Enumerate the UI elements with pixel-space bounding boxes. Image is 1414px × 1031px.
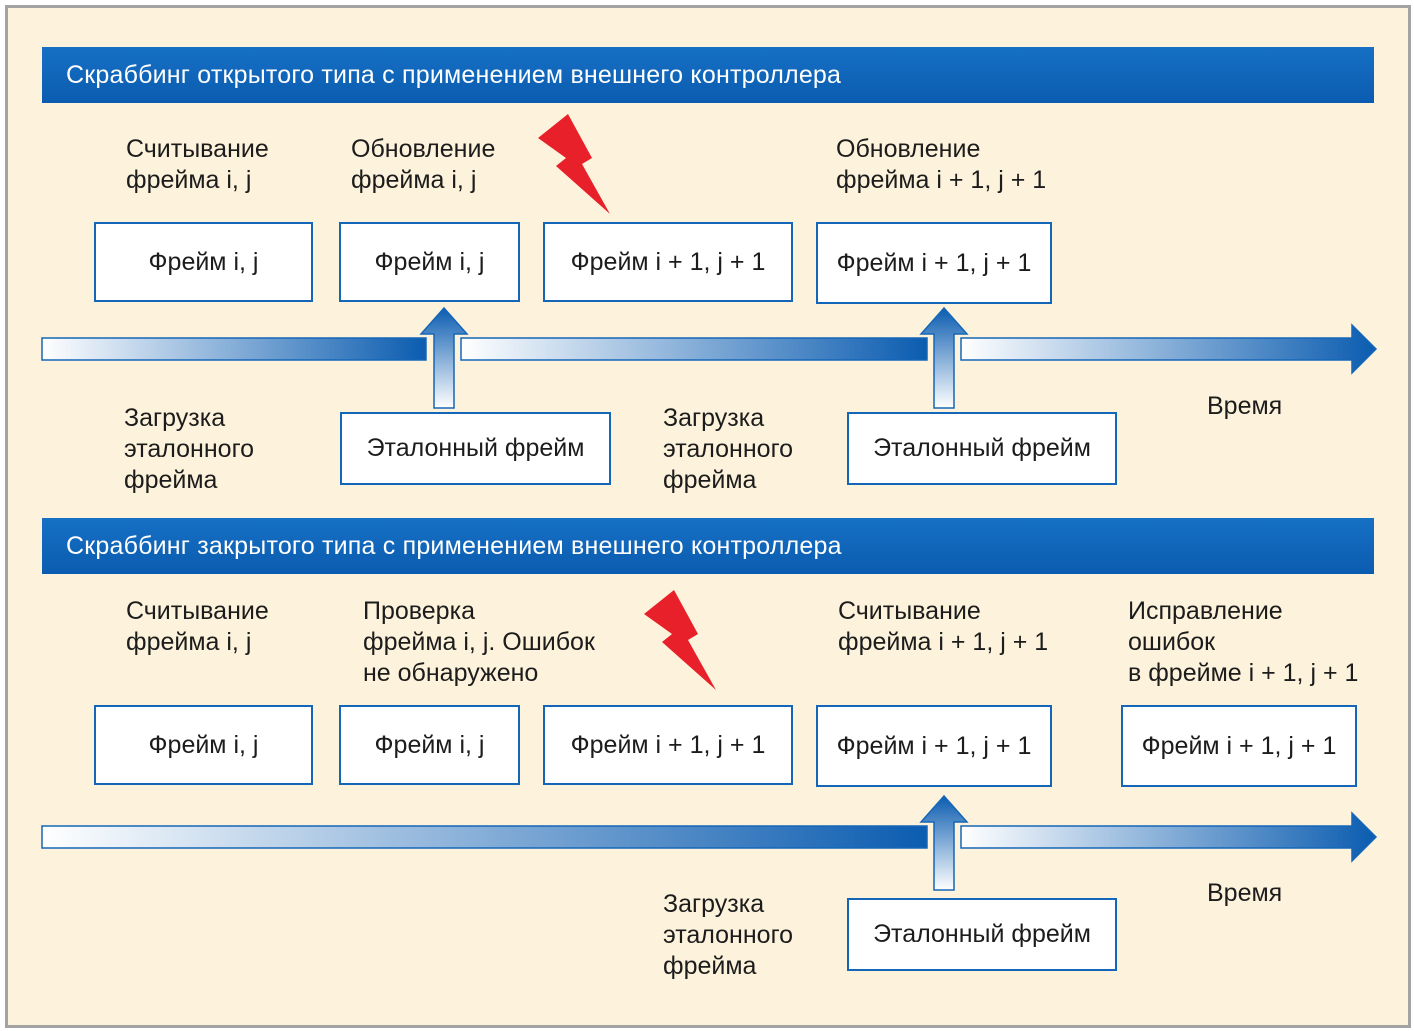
open-scrubbing-title: Скраббинг открытого типа с применением в…: [42, 47, 1374, 103]
timeline-arrow-head: [960, 323, 1378, 375]
step-label-read: Считывание фрейма i, j: [126, 135, 269, 194]
frame-box: Фрейм i, j: [94, 705, 313, 785]
upload-arrow: [419, 306, 469, 409]
load-reference-label: Загрузка эталонного фрейма: [663, 404, 794, 494]
frame-box: Фрейм i, j: [339, 222, 520, 302]
step-label-update-next: Обновление фрейма i + 1, j + 1: [836, 135, 1047, 194]
step-label-check: Проверка фрейма i, j. Ошибок не обнаруже…: [363, 597, 595, 687]
frame-box: Фрейм i, j: [94, 222, 313, 302]
frame-box: Фрейм i + 1, j + 1: [816, 222, 1052, 304]
time-label: Время: [1207, 392, 1283, 420]
step-label-read-next: Считывание фрейма i + 1, j + 1: [838, 597, 1049, 656]
reference-frame-box: Эталонный фрейм: [340, 412, 611, 485]
frame-box: Фрейм i + 1, j + 1: [1121, 705, 1357, 787]
diagram-frame: [5, 5, 1411, 1028]
reference-frame-box: Эталонный фрейм: [847, 412, 1117, 485]
step-label-read: Считывание фрейма i, j: [126, 597, 269, 656]
frame-box: Фрейм i, j: [339, 705, 520, 785]
lightning-icon: [538, 114, 610, 214]
timeline-segment: [460, 337, 928, 361]
frame-box: Фрейм i + 1, j + 1: [816, 705, 1052, 787]
timeline-segment: [41, 825, 928, 849]
upload-arrow: [919, 306, 969, 409]
timeline-arrow-head: [960, 811, 1378, 863]
step-label-correct: Исправление ошибок в фрейме i + 1, j + 1: [1128, 597, 1359, 687]
time-label: Время: [1207, 879, 1283, 907]
reference-frame-box: Эталонный фрейм: [847, 898, 1117, 971]
closed-scrubbing-title: Скраббинг закрытого типа с применением в…: [42, 518, 1374, 574]
upload-arrow: [919, 794, 969, 891]
frame-box: Фрейм i + 1, j + 1: [543, 222, 793, 302]
timeline-segment: [41, 337, 427, 361]
load-reference-label: Загрузка эталонного фрейма: [663, 890, 794, 980]
step-label-update: Обновление фрейма i, j: [351, 135, 496, 194]
load-reference-label: Загрузка эталонного фрейма: [124, 404, 255, 494]
frame-box: Фрейм i + 1, j + 1: [543, 705, 793, 785]
lightning-icon: [644, 590, 716, 690]
